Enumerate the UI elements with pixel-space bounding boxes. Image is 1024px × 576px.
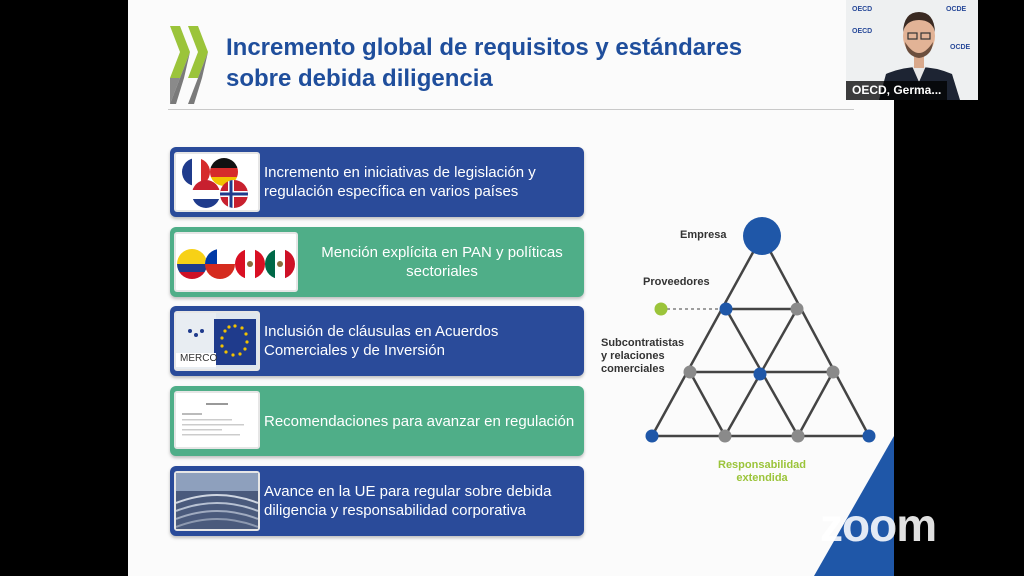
item-legislation: Incremento en iniciativas de legislación…	[170, 147, 584, 217]
participant-video-tile[interactable]: OECD OCDE OECD OCDE OECD, Germa...	[846, 0, 978, 100]
oecd-watermark: OECD	[852, 6, 873, 13]
corner-accent	[814, 436, 894, 576]
eu-parliament-thumbnail	[174, 471, 260, 531]
mercosur-eu-thumbnail: MERCO	[174, 311, 260, 371]
label-empresa: Empresa	[680, 229, 727, 241]
ocde-watermark: OCDE	[946, 6, 967, 13]
company-node	[743, 217, 781, 255]
triangle-network-graphic	[645, 217, 876, 443]
title-line-1: Incremento global de requisitos y estánd…	[226, 34, 743, 61]
flags-europe-thumbnail	[174, 152, 260, 212]
participant-name-label: OECD, Germa...	[846, 81, 948, 100]
item-recommendations: Recomendaciones para avanzar en regulaci…	[170, 386, 584, 456]
item-trade-agreements: MERCO Inclusión de cláusulas en Acuerdos…	[170, 306, 584, 376]
item-text: Recomendaciones para avanzar en regulaci…	[264, 412, 575, 430]
item-eu-progress: Avance en la UE para regular sobre debid…	[170, 466, 584, 536]
supplier-external-node	[654, 302, 668, 316]
item-text: Incremento en iniciativas de legislación…	[264, 164, 536, 200]
title-line-2: sobre debida diligencia	[226, 65, 493, 92]
presentation-slide: Incremento global de requisitos y estánd…	[128, 0, 894, 576]
item-text: Avance en la UE para regular sobre debid…	[264, 483, 552, 519]
slide-title: Incremento global de requisitos y estánd…	[226, 32, 826, 94]
zoom-watermark: zoom	[820, 499, 937, 551]
document-thumbnail	[174, 391, 260, 449]
mercosur-text: MERCO	[180, 353, 218, 364]
flags-latam-thumbnail	[174, 232, 298, 292]
label-proveedores: Proveedores	[643, 276, 710, 288]
title-divider	[168, 109, 854, 110]
oecd-chevron-logo	[170, 26, 208, 104]
